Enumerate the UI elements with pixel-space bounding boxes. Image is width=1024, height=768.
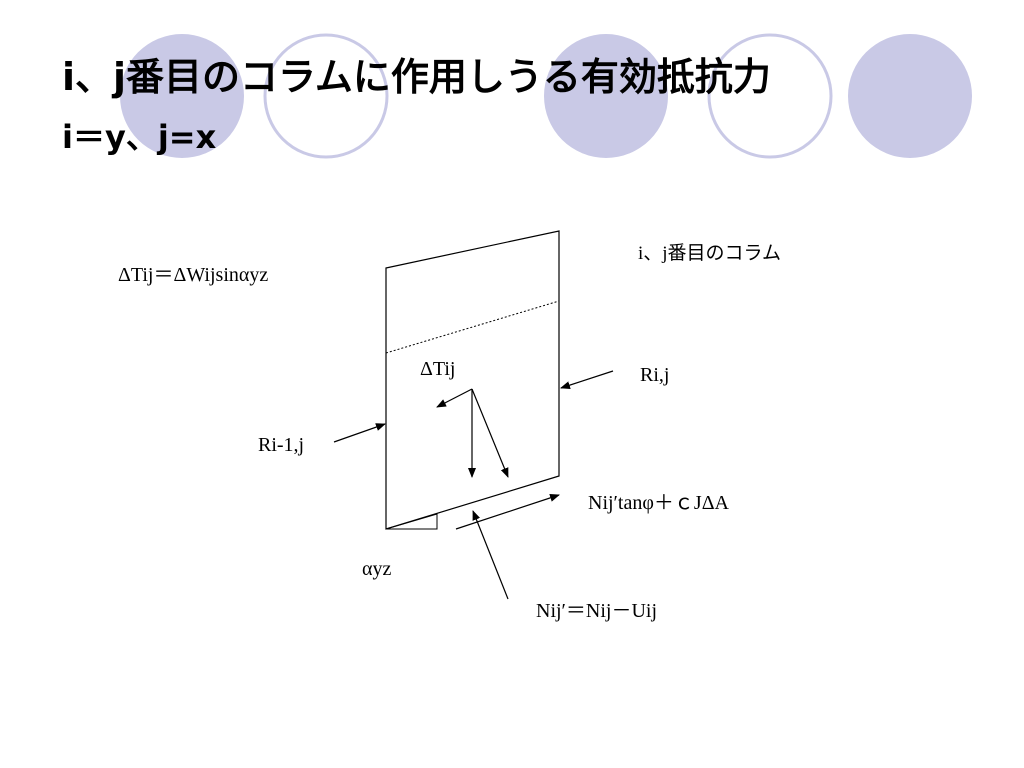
- force-arrow-rij: [560, 370, 614, 390]
- base-angle-marker: [385, 513, 438, 530]
- deco-circle-outline-2: [707, 33, 833, 159]
- shear-resistance-label: Nij′tanφ＋ｃJΔA: [588, 492, 729, 514]
- force-arrow-normal-component: [471, 388, 509, 478]
- delta-t-label: ΔTij: [420, 358, 456, 380]
- force-arrow-ri1j: [333, 423, 386, 443]
- deco-circle-outline-1: [263, 33, 389, 159]
- formula-delta-t: ΔTij＝ΔWijsinαyz: [118, 264, 269, 286]
- deco-circle-filled-3: [848, 34, 972, 158]
- r-ij-label: Ri,j: [640, 364, 670, 386]
- deco-circle-filled-2: [544, 34, 668, 158]
- decorative-circles: [120, 33, 972, 159]
- column-dotted-divider: [385, 300, 560, 354]
- column-label: i、j番目のコラム: [638, 243, 781, 264]
- effective-normal-label: Nij′＝Nij－Uij: [536, 600, 658, 622]
- force-arrow-dtij: [436, 388, 473, 408]
- force-arrow-shear-resistance: [455, 494, 560, 530]
- slide-title: i、j番目のコラムに作用しうる有効抵抗力: [62, 55, 771, 99]
- slide-subtitle: i＝y、j=x: [62, 118, 217, 156]
- force-arrow-nprime: [472, 510, 509, 600]
- r-i1j-label: Ri-1,j: [258, 434, 305, 456]
- angle-label: αyz: [362, 558, 392, 580]
- deco-circle-filled-1: [120, 34, 244, 158]
- column-outline: [385, 230, 560, 530]
